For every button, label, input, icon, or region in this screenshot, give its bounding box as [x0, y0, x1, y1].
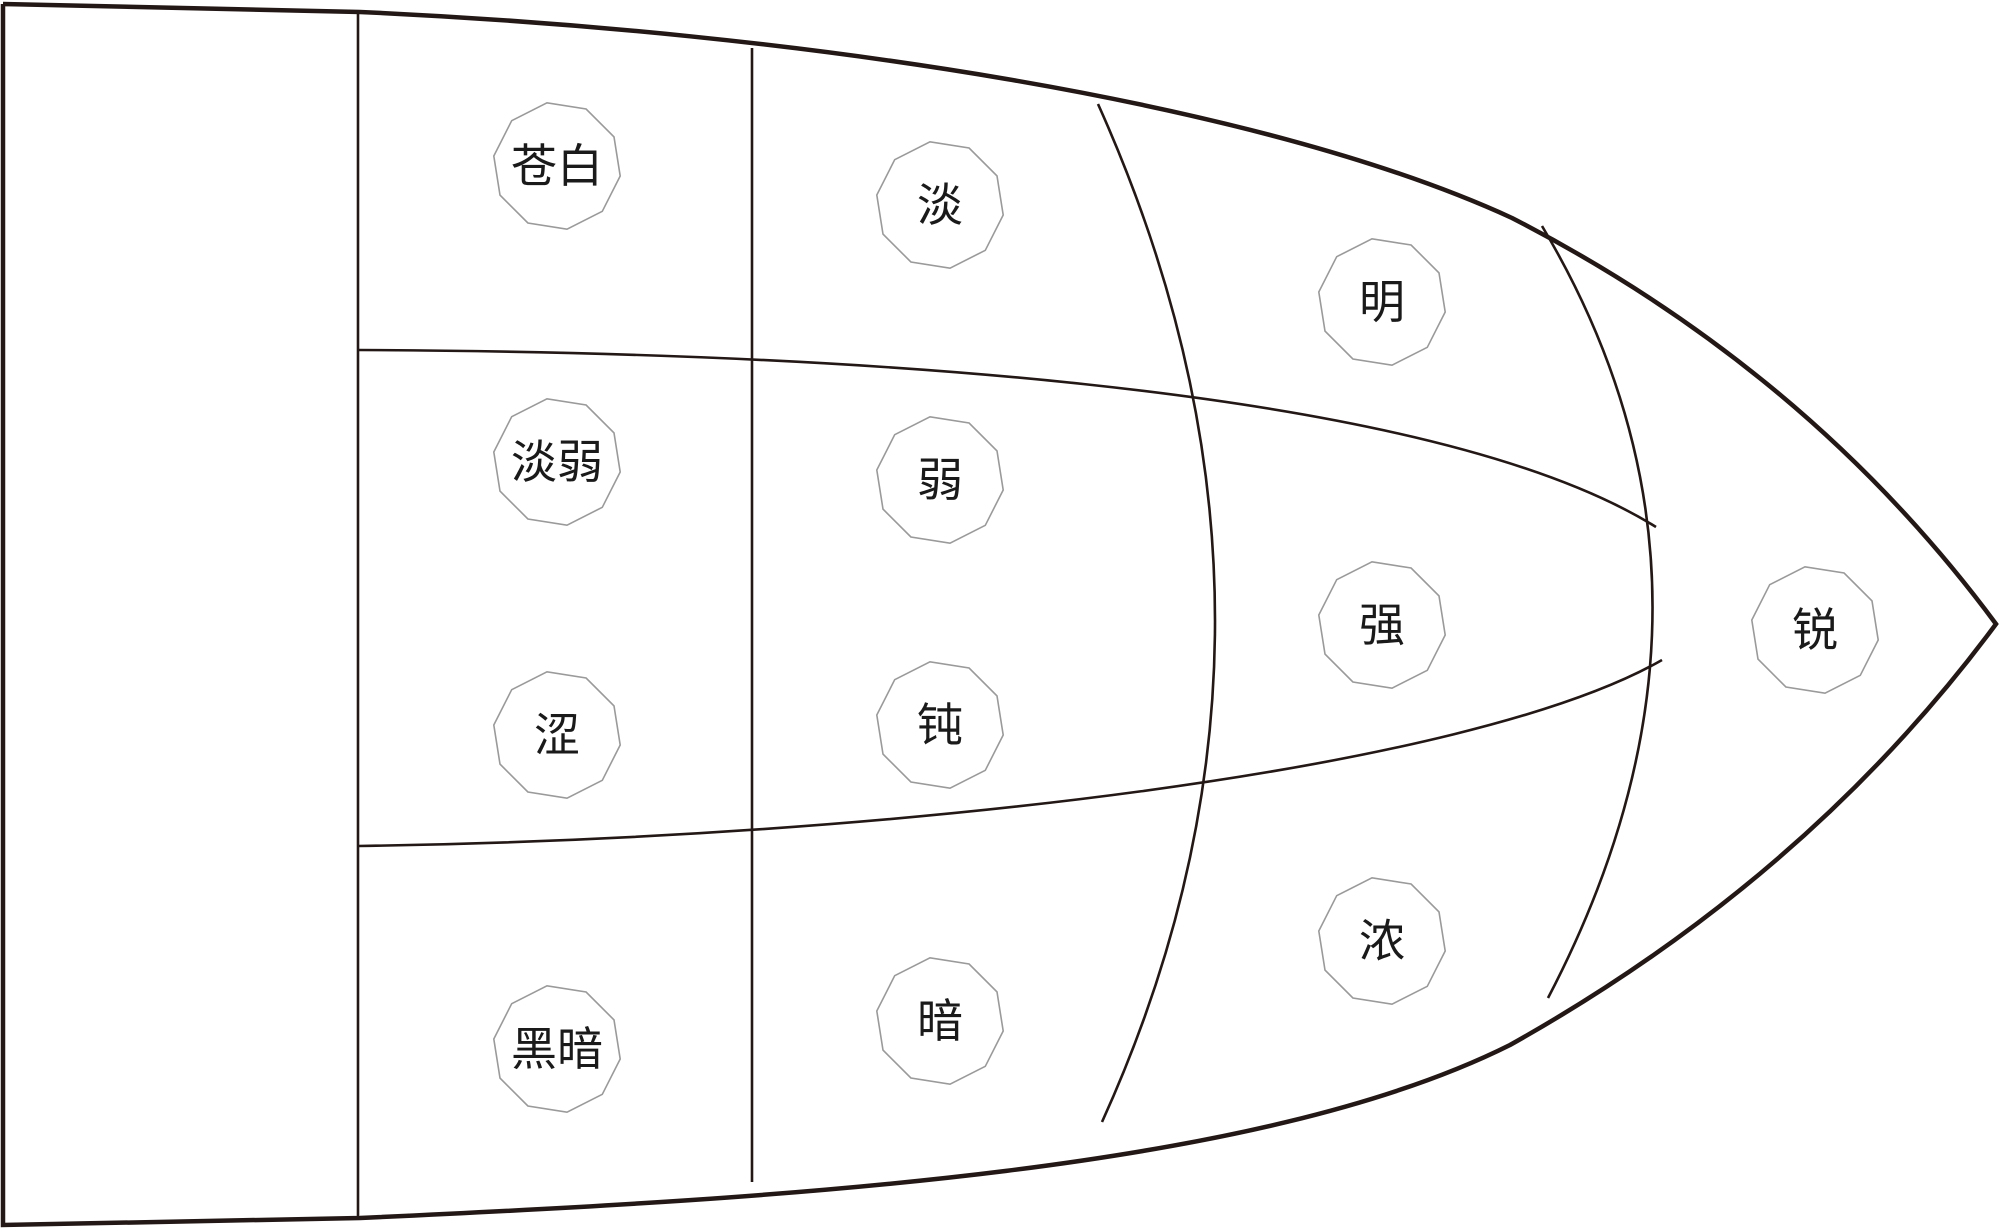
decagon-frame	[875, 415, 1005, 545]
decagon-frame	[492, 670, 622, 800]
node-faint-weak: 淡弱	[492, 397, 622, 527]
node-strong: 强	[1317, 560, 1447, 690]
node-dull: 钝	[875, 660, 1005, 790]
divider-arc-2	[1540, 225, 1654, 999]
decagon-frame	[1317, 876, 1447, 1006]
node-label: 暗	[917, 994, 963, 1048]
node-label: 浓	[1359, 914, 1405, 968]
node-label: 钝	[917, 698, 963, 752]
node-weak: 弱	[875, 415, 1005, 545]
node-light: 淡	[875, 140, 1005, 270]
node-label: 明	[1359, 275, 1405, 329]
divider-lower	[357, 658, 1663, 848]
decagon-frame	[1317, 237, 1447, 367]
node-label: 黑暗	[511, 1022, 603, 1076]
node-rough: 涩	[492, 670, 622, 800]
node-sharp: 锐	[1750, 565, 1880, 695]
node-thick: 浓	[1317, 876, 1447, 1006]
decagon-frame	[492, 101, 622, 231]
node-pale-white: 苍白	[492, 101, 622, 231]
decagon-frame	[1317, 560, 1447, 690]
node-label: 苍白	[511, 139, 603, 193]
node-label: 强	[1359, 598, 1405, 652]
divider-arc-1	[1096, 103, 1217, 1123]
decagon-frame	[875, 140, 1005, 270]
node-label: 淡弱	[511, 435, 603, 489]
node-label: 锐	[1792, 603, 1838, 657]
node-label: 弱	[917, 453, 963, 507]
decagon-frame	[492, 397, 622, 527]
node-label: 淡	[917, 178, 963, 232]
node-dark: 暗	[875, 956, 1005, 1086]
node-black-dark: 黑暗	[492, 984, 622, 1114]
decagon-frame	[1750, 565, 1880, 695]
node-bright: 明	[1317, 237, 1447, 367]
decagon-frame	[492, 984, 622, 1114]
node-label: 涩	[534, 708, 580, 762]
decagon-frame	[875, 660, 1005, 790]
divider-upper	[357, 348, 1657, 529]
decagon-frame	[875, 956, 1005, 1086]
